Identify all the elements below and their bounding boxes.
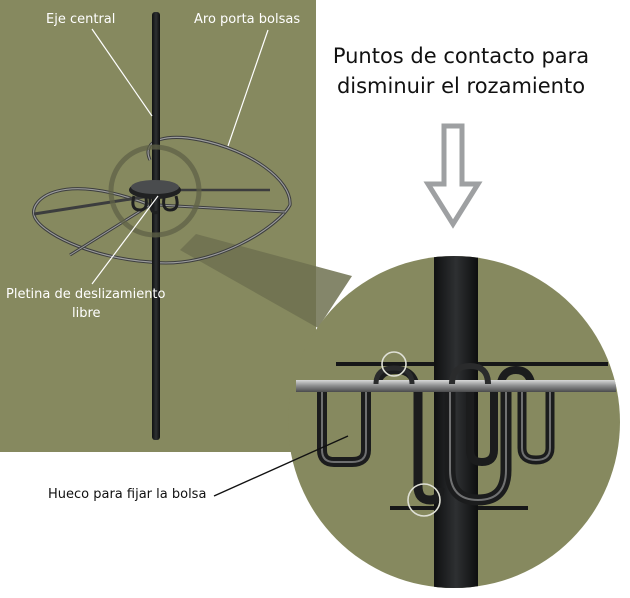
zoom-detail-circle (288, 256, 620, 588)
zoom-connector (180, 234, 352, 328)
label-eje-central: Eje central (46, 12, 116, 27)
leader-hueco (213, 435, 349, 497)
detail-highlight-circle (108, 144, 202, 238)
label-pletina-line-1: Pletina de deslizamiento (6, 287, 166, 302)
leader-pletina (91, 195, 159, 285)
label-hueco-fijar-bolsa: Hueco para fijar la bolsa (48, 487, 207, 502)
label-aro-porta-bolsas: Aro porta bolsas (194, 12, 301, 27)
label-pletina-line-2: libre (72, 306, 101, 321)
bag-rack-overview (32, 12, 292, 440)
leader-aro (227, 29, 269, 147)
title-line-1: Puntos de contacto para (332, 44, 590, 68)
down-arrow-icon (423, 123, 483, 229)
contact-point-bottom (407, 483, 441, 517)
leader-eje-central (91, 28, 153, 117)
contact-point-top (381, 351, 407, 377)
title-line-2: disminuir el rozamiento (336, 74, 586, 98)
